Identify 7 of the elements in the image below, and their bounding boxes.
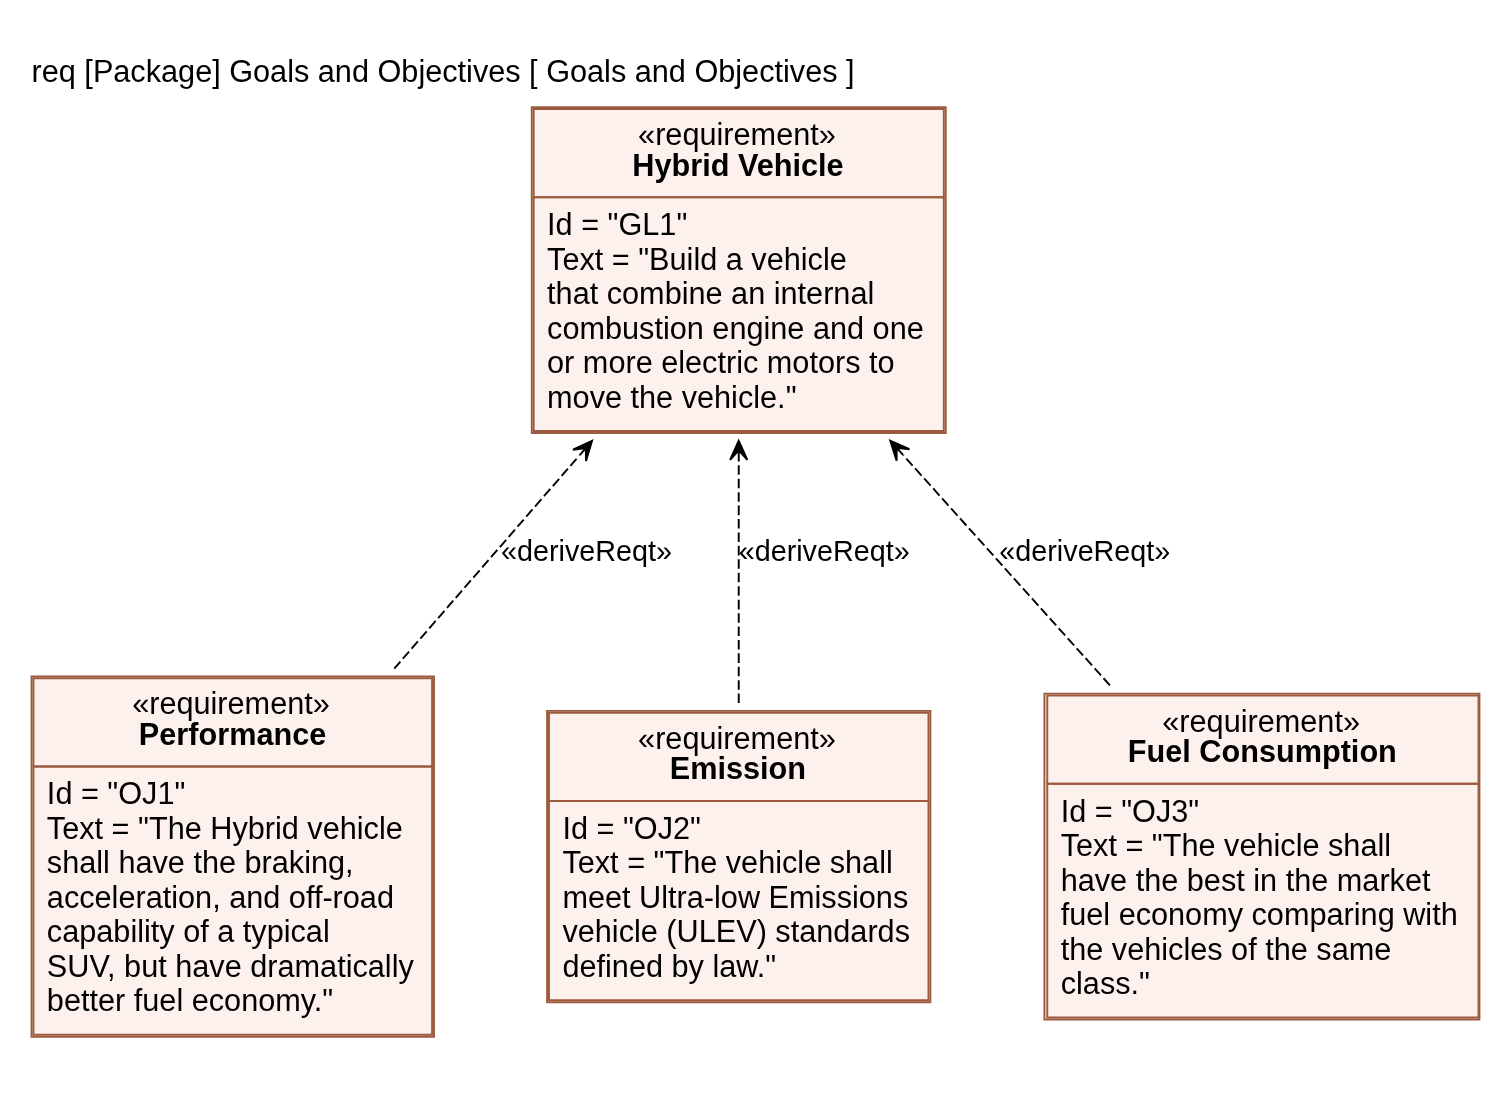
arrow: [729, 439, 749, 704]
edge-label: «deriveReqt»: [999, 535, 1171, 568]
edge-label: «deriveReqt»: [501, 535, 673, 568]
diagram-title: req [Package] Goals and Objectives [ Goals and Objectives ]: [31, 53, 855, 88]
edge-label: «deriveReqt»: [738, 535, 910, 568]
arrow: [393, 439, 593, 670]
arrow: [889, 439, 1111, 687]
